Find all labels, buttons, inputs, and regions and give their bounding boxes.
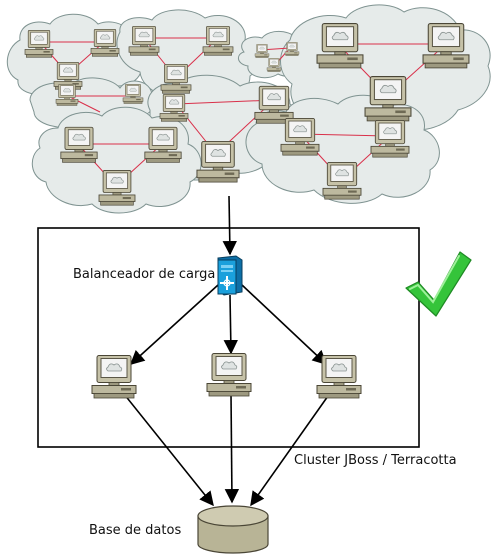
cluster-node-icon — [91, 355, 137, 399]
database-cylinder-icon — [197, 505, 269, 554]
connection-arrows — [123, 195, 329, 507]
internet-cloud-network-icon — [6, 4, 491, 214]
checkmark-icon — [405, 251, 472, 317]
load-balancer-label: Balanceador de carga — [73, 267, 216, 282]
load-balancer-server-icon — [217, 255, 243, 296]
database-label: Base de datos — [89, 523, 182, 538]
cluster-node-icon — [206, 353, 252, 397]
cluster-boundary — [37, 227, 420, 448]
cluster-node-icon — [316, 355, 362, 399]
cluster-label: Cluster JBoss / Terracotta — [294, 453, 457, 468]
